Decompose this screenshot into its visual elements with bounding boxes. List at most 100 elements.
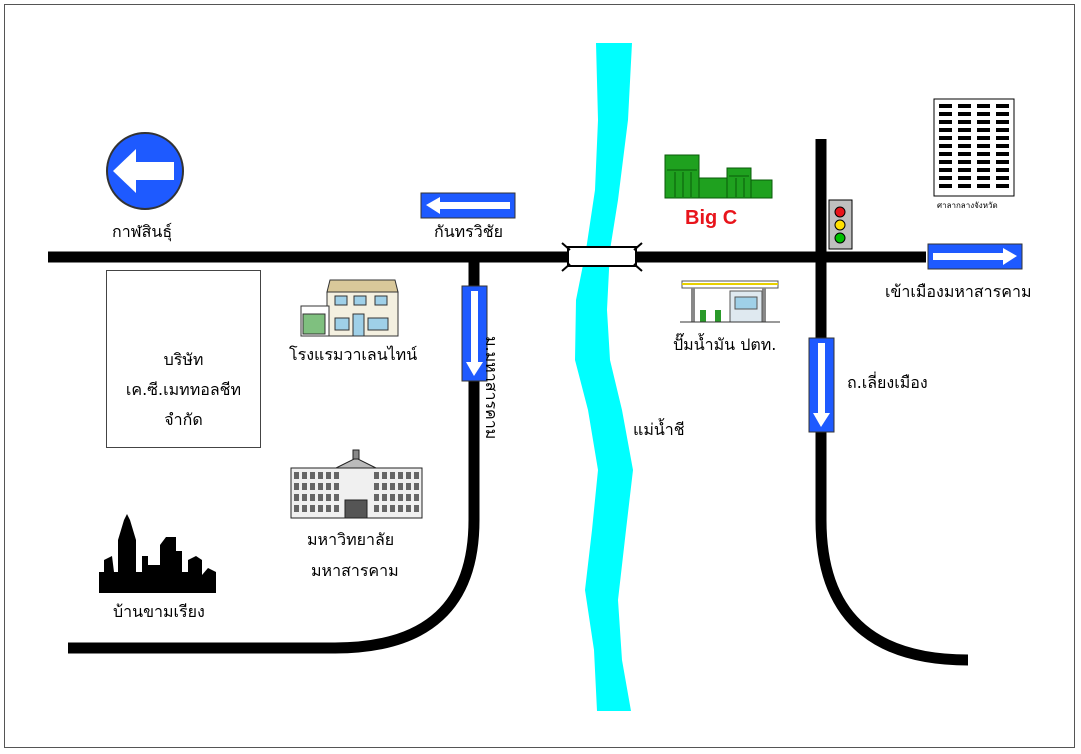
building-window	[977, 112, 990, 116]
building-window	[939, 104, 952, 108]
building-window	[977, 136, 990, 140]
university-window	[302, 483, 307, 490]
msu-road-label: ม.มหาสารคาม	[482, 336, 501, 440]
company-line3: จำกัด	[164, 410, 203, 429]
university-window	[334, 505, 339, 512]
building-window	[958, 176, 971, 180]
university-window	[414, 483, 419, 490]
building-window	[996, 120, 1009, 124]
building-window	[977, 176, 990, 180]
building-window	[977, 184, 990, 188]
university-window	[398, 494, 403, 501]
university-window	[406, 505, 411, 512]
building-window	[996, 168, 1009, 172]
university-window	[382, 483, 387, 490]
university-window	[326, 483, 331, 490]
university-window	[390, 505, 395, 512]
company-line1: บริษัท	[163, 350, 204, 369]
university-window	[318, 472, 323, 479]
building-window	[939, 176, 952, 180]
university-window	[334, 472, 339, 479]
building-window	[958, 152, 971, 156]
building-window	[996, 152, 1009, 156]
building-window	[958, 144, 971, 148]
building-window	[977, 120, 990, 124]
university-window	[374, 472, 379, 479]
building-window	[996, 112, 1009, 116]
university-window	[414, 472, 419, 479]
university-window	[414, 494, 419, 501]
building-window	[977, 144, 990, 148]
university-window	[374, 483, 379, 490]
kantharawichai-label: กันทรวิชัย	[434, 222, 503, 241]
provincial-hall-label: ศาลากลางจังหวัด	[937, 201, 998, 210]
university-window	[398, 505, 403, 512]
university-label-line1: มหาวิทยาลัย	[307, 530, 395, 549]
university-window	[382, 505, 387, 512]
building-window	[958, 168, 971, 172]
kalasin-label: กาฬสินธุ์	[112, 222, 173, 241]
city-entry-label: เข้าเมืองมหาสารคาม	[885, 282, 1032, 301]
university-window	[310, 494, 315, 501]
university-window	[374, 505, 379, 512]
university-window	[406, 483, 411, 490]
building-window	[939, 152, 952, 156]
building-window	[996, 104, 1009, 108]
university-window	[406, 494, 411, 501]
university-window	[382, 494, 387, 501]
university-window	[390, 472, 395, 479]
building-window	[996, 176, 1009, 180]
university-window	[334, 494, 339, 501]
building-window	[939, 136, 952, 140]
bridge-icon	[561, 242, 643, 272]
university-window	[334, 483, 339, 490]
hotel-label: โรงแรมวาเลนไทน์	[289, 345, 418, 364]
traffic-light-icon	[828, 199, 853, 250]
university-window	[310, 472, 315, 479]
gas-station-label: ปั๊มน้ำมัน ปตท.	[673, 335, 777, 354]
building-window	[958, 128, 971, 132]
university-window	[318, 483, 323, 490]
building-window	[939, 184, 952, 188]
building-window	[996, 128, 1009, 132]
university-window	[294, 505, 299, 512]
university-window	[302, 494, 307, 501]
house-icon	[300, 279, 399, 337]
university-window	[382, 472, 387, 479]
university-window	[374, 494, 379, 501]
bypass-label: ถ.เลี่ยงเมือง	[847, 373, 928, 392]
university-window	[294, 483, 299, 490]
kc-logo-text: KC	[167, 318, 186, 333]
building-window	[958, 104, 971, 108]
university-building-icon	[290, 449, 423, 519]
university-window	[302, 472, 307, 479]
building-window	[958, 112, 971, 116]
building-window	[996, 136, 1009, 140]
bypass-down-arrow-sign-icon	[808, 337, 835, 433]
building-window	[958, 120, 971, 124]
building-window	[939, 168, 952, 172]
village-label: บ้านขามเรียง	[113, 602, 205, 621]
building-window	[977, 152, 990, 156]
building-window	[939, 160, 952, 164]
building-window	[996, 184, 1009, 188]
building-window	[977, 104, 990, 108]
university-window	[302, 505, 307, 512]
city-skyline-icon	[99, 514, 216, 593]
building-window	[958, 160, 971, 164]
building-window	[939, 144, 952, 148]
university-window	[398, 483, 403, 490]
bigc-store-icon	[664, 154, 773, 199]
msu-down-arrow-sign-icon	[461, 285, 488, 382]
building-window	[977, 160, 990, 164]
university-window	[318, 494, 323, 501]
building-window	[958, 184, 971, 188]
university-window	[406, 472, 411, 479]
building-window	[977, 128, 990, 132]
river	[575, 43, 633, 711]
bypass-road	[815, 139, 969, 666]
office-building-icon	[933, 98, 1015, 197]
university-window	[326, 494, 331, 501]
building-window	[977, 168, 990, 172]
